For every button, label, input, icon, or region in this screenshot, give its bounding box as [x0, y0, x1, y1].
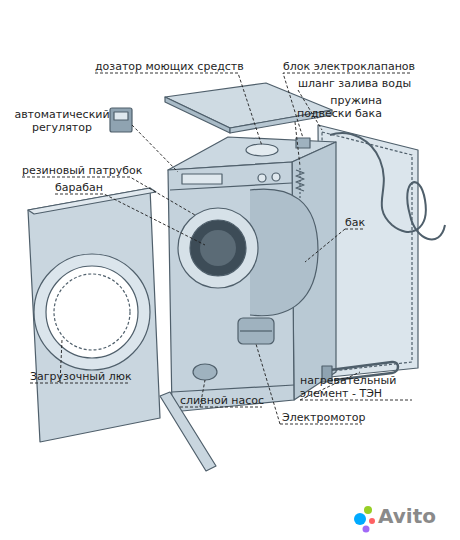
part-label: шланг залива воды — [298, 77, 438, 90]
logo-dot — [363, 526, 370, 533]
porthole-ring — [178, 208, 258, 288]
regulator-symbol — [114, 112, 128, 120]
valve-block — [296, 138, 310, 148]
part-label: Электромотор — [282, 411, 392, 424]
part-label: барабан — [55, 181, 145, 194]
logo-dot — [369, 518, 375, 524]
part-label: дозатор моющих средств — [95, 60, 245, 73]
front-panel — [28, 188, 160, 442]
part-label: нагревательный элемент - ТЭН — [300, 374, 412, 400]
service-panel-line — [172, 385, 294, 392]
detergent-dispenser — [246, 144, 278, 156]
drum-opening — [190, 220, 246, 276]
part-label: Загрузочный люк — [30, 370, 170, 383]
control-knob — [258, 174, 266, 182]
top-lid-edge — [165, 97, 230, 133]
leader-line — [22, 177, 195, 215]
part-label: автоматический регулятор — [12, 108, 112, 134]
logo-dot — [354, 513, 366, 525]
tank — [250, 189, 318, 316]
leader-line — [295, 122, 300, 166]
drum — [200, 230, 236, 266]
motor-line — [240, 330, 272, 331]
door-glass — [46, 266, 138, 358]
part-label: пружина подвески бака — [282, 94, 382, 120]
dispenser-drawer — [182, 174, 222, 184]
control-knob — [272, 173, 280, 181]
motor — [238, 318, 274, 344]
inlet-hose — [330, 133, 445, 239]
part-label: блок электроклапанов — [283, 60, 433, 73]
suspension-spring — [296, 170, 304, 191]
leader-line — [305, 229, 365, 262]
part-label: бак — [345, 216, 385, 229]
watermark: Avito — [378, 504, 458, 528]
leader-line — [300, 372, 412, 400]
drain-pump — [193, 364, 217, 380]
leader-line — [55, 194, 205, 245]
loading-door — [34, 254, 150, 370]
watermark-logo — [354, 506, 375, 533]
leader-line — [95, 73, 262, 146]
machine-drawing — [28, 83, 445, 471]
logo-dot — [364, 506, 372, 514]
door-glass-ring — [54, 274, 130, 350]
part-label: резиновый патрубок — [22, 164, 172, 177]
regulator-symbol — [110, 108, 132, 132]
part-label: сливной насос — [180, 394, 290, 407]
